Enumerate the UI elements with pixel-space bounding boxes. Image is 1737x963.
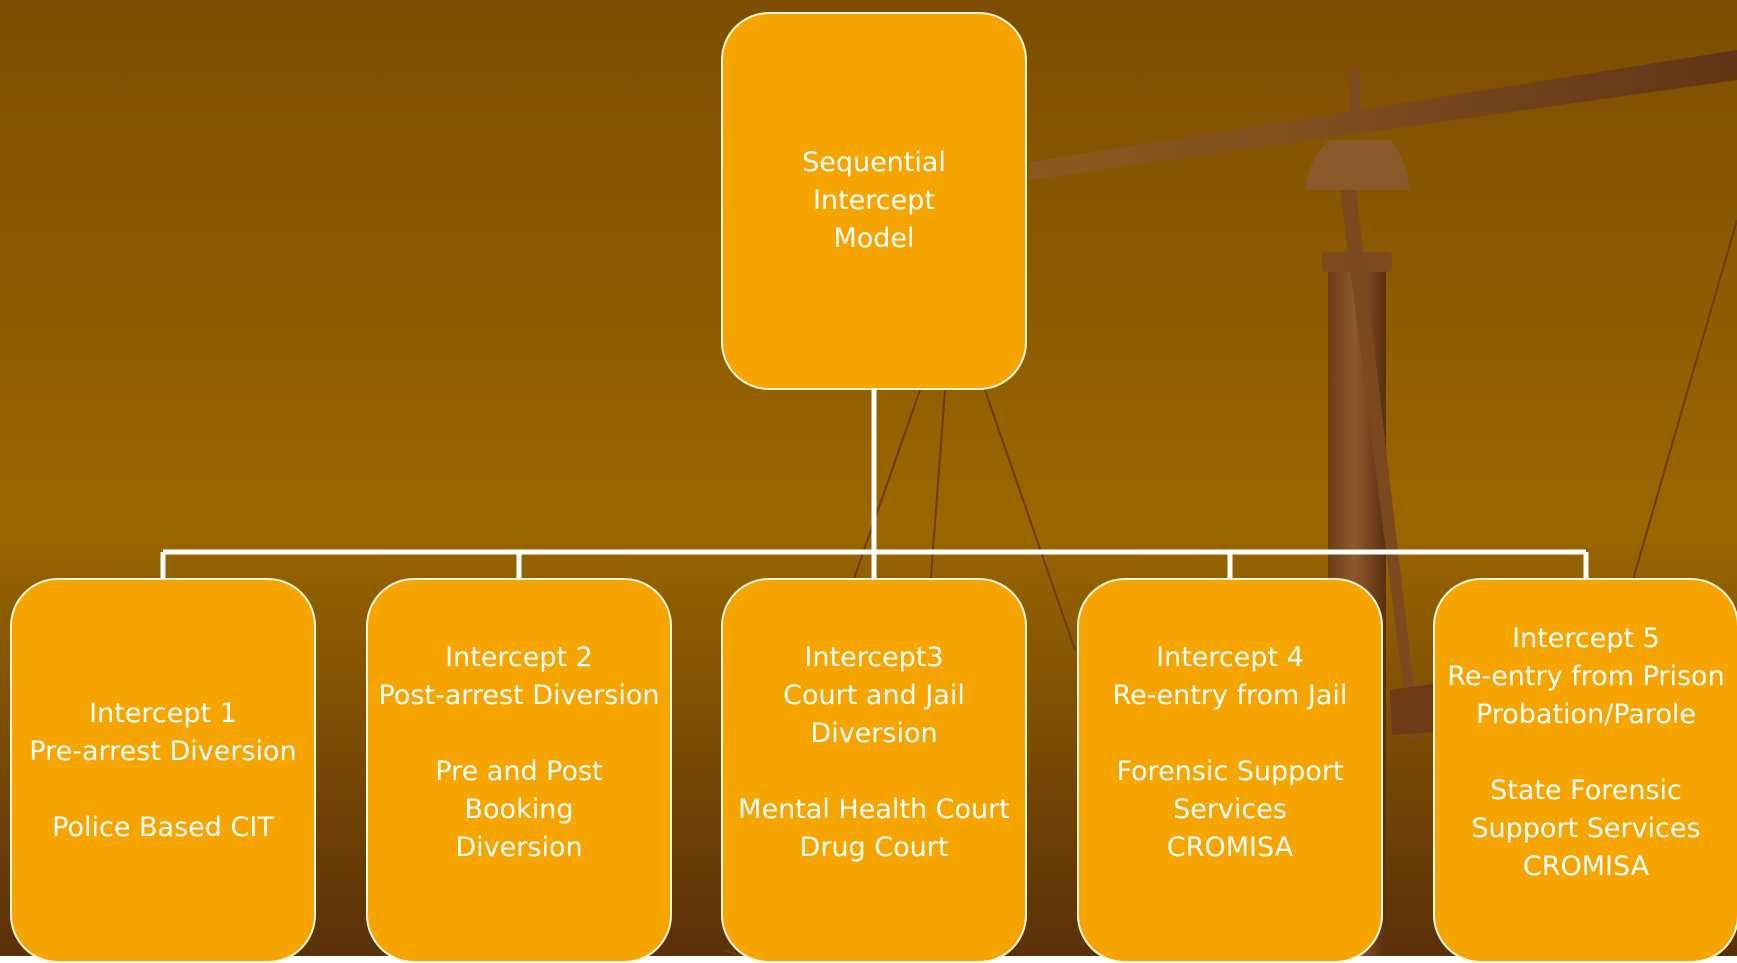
node-text-line: Support Services [1471, 812, 1701, 844]
scale-chain-left-4 [724, 949, 741, 956]
node-text-line: CROMISA [1522, 850, 1650, 882]
node-text-line: CROMISA [1166, 831, 1294, 863]
node-text-line: Re-entry from Prison [1447, 660, 1725, 692]
node-text-line: Pre-arrest Diversion [29, 735, 297, 767]
node-text-line: Mental Health Court [738, 793, 1010, 825]
node-text-line: Forensic Support [1116, 755, 1344, 787]
node-text-line: Intercept [813, 185, 935, 216]
node-intercept-2: Intercept 2 Post-arrest Diversion Pre an… [366, 578, 672, 963]
node-sequential-intercept-model: Sequential Intercept Model [721, 12, 1027, 390]
node-text-line: Intercept 5 [1512, 622, 1660, 654]
node-text-line: Post-arrest Diversion [378, 679, 660, 711]
node-intercept-5: Intercept 5 Re-entry from Prison Probati… [1433, 578, 1737, 963]
node-text-line: Intercept 4 [1156, 641, 1304, 673]
node-text-line: Sequential [802, 147, 946, 178]
scale-arm [1340, 190, 1420, 740]
node-intercept-4: Intercept 4 Re-entry from Jail Forensic … [1077, 578, 1383, 963]
scale-bell [1305, 140, 1410, 190]
node-text-line: Diversion [810, 717, 938, 749]
node-text-line: Model [833, 223, 915, 254]
scale-knob [1350, 70, 1360, 130]
node-intercept-3: Intercept3 Court and Jail Diversion Ment… [721, 578, 1027, 963]
node-intercept-1: Intercept 1 Pre-arrest Diversion Police … [10, 578, 316, 963]
node-text-line: Intercept 1 [89, 697, 237, 729]
scale-chain-left-2 [929, 389, 946, 591]
scale-beam [1030, 50, 1737, 180]
node-text-line: Intercept3 [804, 641, 944, 673]
node-text-line: Court and Jail [783, 679, 965, 711]
node-text-line: Diversion [455, 831, 583, 863]
scale-chain-right [1629, 219, 1737, 591]
node-text-line: Re-entry from Jail [1112, 679, 1348, 711]
node-text-line: State Forensic [1490, 774, 1682, 806]
node-text-line: Pre and Post [435, 755, 603, 787]
node-text-line: Intercept 2 [445, 641, 593, 673]
node-text-line: Services [1173, 793, 1287, 825]
scale-chain-left-1 [849, 389, 921, 591]
node-text-line: Booking [464, 793, 574, 825]
node-text-line: Probation/Parole [1475, 698, 1697, 730]
node-text-line: Drug Court [799, 831, 949, 863]
connectors [160, 390, 1589, 578]
scale-chain-left-3 [984, 389, 1076, 651]
node-text-line: Police Based CIT [52, 811, 274, 843]
